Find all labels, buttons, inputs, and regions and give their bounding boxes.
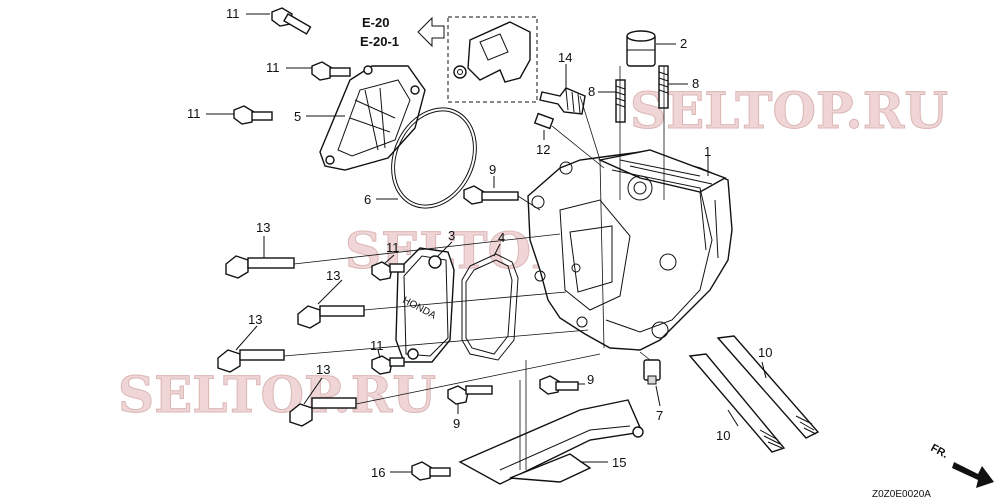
front-arrow-icon (952, 462, 994, 488)
bolt-part-9b[interactable] (447, 385, 493, 405)
bolt-part-11a[interactable] (271, 7, 312, 35)
front-direction-label: FR. (929, 442, 950, 461)
sensor-part-7[interactable] (643, 359, 661, 385)
sensor-part[interactable] (453, 21, 531, 83)
bolt-part-16[interactable] (411, 461, 451, 481)
callout-11-left[interactable]: 11 (187, 106, 201, 121)
callout-6[interactable]: 6 (364, 192, 371, 207)
dowel-part-12[interactable] (533, 112, 555, 130)
stud-bolt-part-10a[interactable] (688, 353, 786, 453)
callout-5[interactable]: 5 (294, 109, 301, 124)
callout-3[interactable]: 3 (448, 228, 455, 243)
bolt-part-11c[interactable] (233, 105, 273, 125)
valve-cover-part-3[interactable]: HONDA (395, 247, 455, 363)
o-ring-part-6[interactable] (376, 94, 492, 222)
callout-4[interactable]: 4 (498, 230, 505, 245)
o-ring-inner-edge (394, 110, 474, 206)
assembly-lines (283, 66, 665, 470)
callout-11-upper[interactable]: 11 (266, 60, 280, 75)
callout-13-a[interactable]: 13 (256, 220, 270, 235)
reference-arrow-icon (417, 16, 445, 48)
bolt-part-11d[interactable] (371, 261, 405, 281)
bolt-part-13c[interactable] (217, 349, 285, 373)
watermark-top-right: SELTOP.RU (630, 81, 948, 140)
reference-label-e20-1[interactable]: E-20-1 (360, 34, 399, 49)
stud-part-8a[interactable] (615, 79, 626, 123)
callout-11-mid[interactable]: 11 (386, 240, 400, 255)
callout-9-right[interactable]: 9 (587, 372, 594, 387)
bolt-part-9c[interactable] (539, 375, 579, 395)
callout-15[interactable]: 15 (612, 455, 626, 470)
stud-part-8b[interactable] (658, 65, 669, 109)
reference-label-e20[interactable]: E-20 (362, 15, 389, 30)
callout-2[interactable]: 2 (680, 36, 687, 51)
cylinder-head-part-1[interactable] (527, 149, 733, 351)
callout-13-c[interactable]: 13 (248, 312, 262, 327)
bolt-part-9a[interactable] (463, 185, 519, 205)
cap-part-2[interactable] (626, 30, 656, 67)
callout-11-low[interactable]: 11 (370, 338, 384, 353)
callout-8-right[interactable]: 8 (692, 76, 699, 91)
callout-1[interactable]: 1 (704, 144, 711, 159)
bolt-part-11e[interactable] (371, 355, 405, 375)
callout-11-top[interactable]: 11 (226, 6, 240, 21)
callout-13-d[interactable]: 13 (316, 362, 330, 377)
callout-12[interactable]: 12 (536, 142, 550, 157)
callout-9-top[interactable]: 9 (489, 162, 496, 177)
drawing-code: Z0Z0E0020A (872, 489, 931, 499)
bolt-part-11b[interactable] (311, 61, 351, 81)
callout-7[interactable]: 7 (656, 408, 663, 423)
guide-plate-part-15[interactable] (458, 399, 644, 485)
bolt-part-13d[interactable] (289, 397, 357, 427)
callout-13-b[interactable]: 13 (326, 268, 340, 283)
gasket-part-4[interactable] (461, 253, 519, 361)
watermark-bottom-left: SELTOP.RU (118, 365, 436, 424)
gasket-inner-edge (465, 259, 513, 355)
callout-8-left[interactable]: 8 (588, 84, 595, 99)
callout-10-lower[interactable]: 10 (716, 428, 730, 443)
sub-assembly-box (447, 16, 538, 103)
bolt-part-13b[interactable] (297, 305, 365, 329)
spark-plug-part-14[interactable] (539, 87, 586, 115)
bolt-part-13a[interactable] (225, 255, 295, 279)
callout-9-bottom[interactable]: 9 (453, 416, 460, 431)
callout-14[interactable]: 14 (558, 50, 572, 65)
stud-bolt-part-10b[interactable] (716, 335, 820, 439)
callout-10-upper[interactable]: 10 (758, 345, 772, 360)
callout-16[interactable]: 16 (371, 465, 385, 480)
cover-plate-part-5[interactable] (319, 65, 426, 171)
leader-lines (206, 13, 767, 473)
